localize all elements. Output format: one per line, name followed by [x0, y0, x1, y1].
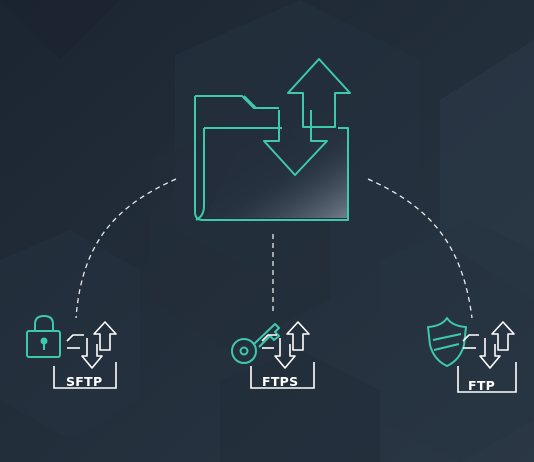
padlock-icon [26, 314, 61, 358]
protocol-label: SFTP [66, 374, 102, 389]
protocol-sftp: SFTP [26, 314, 117, 389]
connector-ftp [367, 178, 473, 319]
folder-transfer-icon [194, 58, 351, 221]
download-arrow-icon [263, 110, 328, 176]
shield-icon [427, 317, 467, 367]
connectors [75, 178, 473, 319]
key-icon [231, 323, 280, 364]
folder-outline [194, 95, 349, 221]
connector-sftp [75, 178, 177, 319]
label-frame [457, 362, 517, 393]
transfer-arrows-icon [462, 321, 515, 369]
protocol-label: FTPS [262, 374, 298, 389]
transfer-arrows-icon [66, 321, 117, 369]
folder-highlight [205, 128, 348, 218]
protocol-ftps: FTPS [231, 321, 315, 389]
label-frame [250, 362, 315, 389]
protocol-label: FTP [468, 378, 495, 393]
transfer-arrows-icon [261, 321, 310, 369]
label-frame [53, 362, 117, 389]
folder-tab [243, 95, 257, 109]
upload-arrow-icon [287, 58, 351, 128]
protocol-ftp: FTP [427, 317, 517, 393]
